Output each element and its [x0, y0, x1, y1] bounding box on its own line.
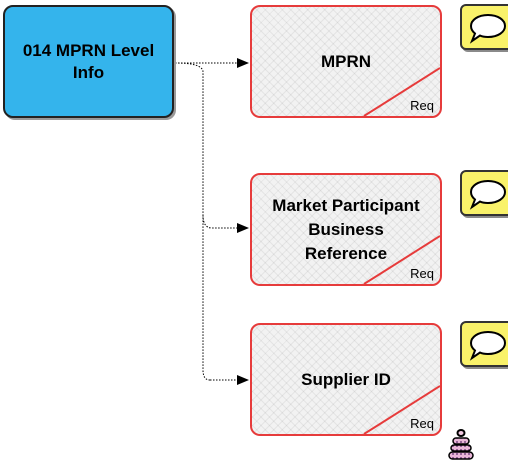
comment-button-mprn[interactable]: [460, 4, 508, 50]
database-icon: [448, 429, 474, 460]
speech-bubble-icon: [469, 179, 507, 210]
child-node-label: Market Participant Business Reference: [272, 195, 420, 263]
req-label: Req: [410, 416, 434, 431]
comment-button-market-participant[interactable]: [460, 170, 508, 216]
root-node-label: 014 MPRN Level Info: [22, 40, 155, 82]
child-node-mprn[interactable]: MPRN Req: [250, 5, 442, 118]
child-node-label: MPRN: [320, 51, 372, 71]
req-corner-marker: [363, 235, 440, 284]
child-node-market-participant-business-reference[interactable]: Market Participant Business Reference Re…: [250, 173, 442, 286]
child-node-supplier-id[interactable]: Supplier ID Req: [250, 323, 442, 436]
speech-bubble-icon: [469, 13, 507, 44]
req-corner-marker: [363, 385, 440, 434]
connector-to-market-participant: [202, 214, 249, 233]
req-label: Req: [410, 98, 434, 113]
speech-bubble-icon: [469, 330, 507, 361]
req-corner-marker: [363, 67, 440, 116]
child-node-label: Supplier ID: [301, 369, 391, 389]
connector-trunk: [174, 62, 211, 381]
req-label: Req: [410, 266, 434, 281]
comment-button-supplier-id[interactable]: [460, 321, 508, 367]
root-node[interactable]: 014 MPRN Level Info: [3, 5, 174, 118]
